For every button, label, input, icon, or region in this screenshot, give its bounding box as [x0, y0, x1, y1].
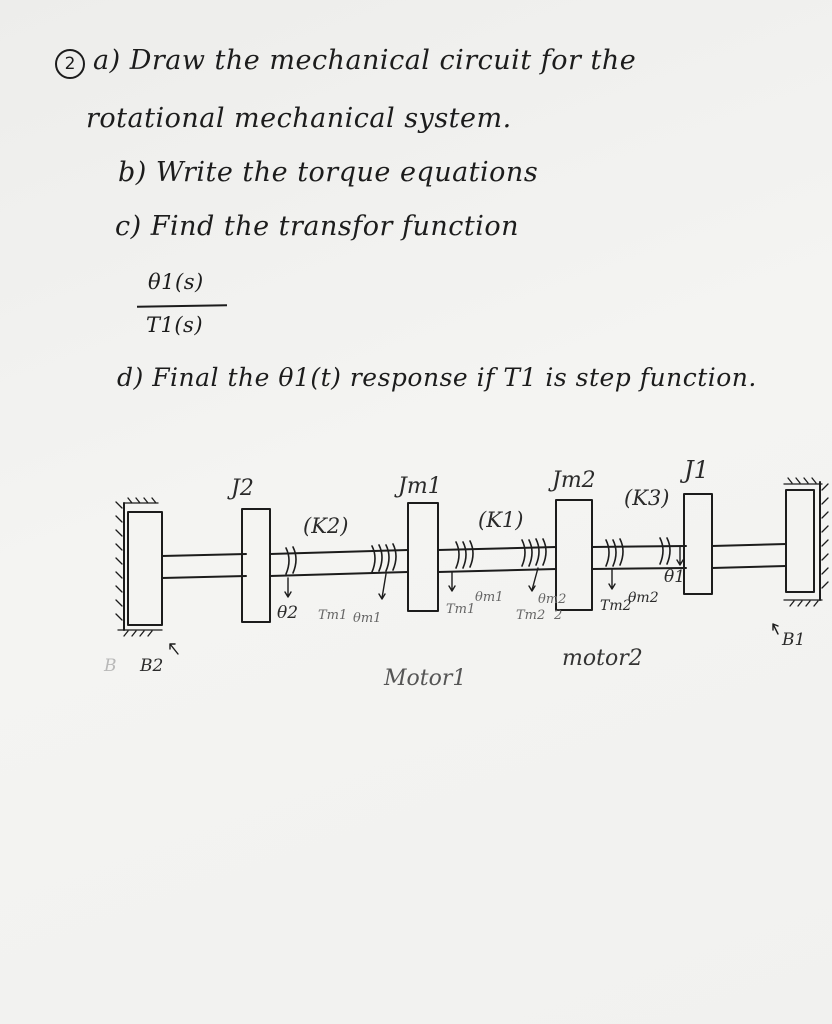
b2-disk: [127, 511, 163, 626]
label-jm1: Jm1: [398, 474, 442, 499]
label-tm2-a: Tm2: [516, 608, 546, 623]
label-k2: (K2): [303, 514, 349, 538]
shaft-upper-k2: [269, 549, 409, 555]
label-motor2: motor2: [562, 646, 643, 671]
left-wall-hatch: [115, 501, 123, 621]
jm2-inertia: [555, 499, 593, 611]
b1-pointer: [772, 623, 779, 635]
fraction-numerator: θ1(s): [148, 270, 204, 294]
label-theta-m1-a: θm1: [353, 611, 382, 626]
left-bottom-ground: [117, 629, 163, 637]
theta2-arrow: [284, 577, 292, 598]
label-tm2-b: Tm2: [600, 598, 632, 614]
theta1-arrow: [676, 545, 684, 566]
j1-inertia: [683, 493, 713, 595]
tm1-arrow: [378, 573, 387, 600]
part-b: b) Write the torque equations: [118, 157, 539, 188]
label-mark-2: 2: [554, 608, 563, 623]
shaft-lower-k2: [269, 571, 409, 577]
shaft-lower-k3: [591, 567, 687, 570]
fraction-denominator: T1(s): [146, 313, 204, 337]
part-d: d) Final the θ1(t) response if T1 is ste…: [117, 363, 757, 392]
label-motor1: Motor1: [384, 666, 467, 691]
k3-spring-right: [659, 537, 671, 565]
label-tm1-b: Tm1: [446, 602, 476, 617]
label-b-faint: B: [104, 656, 117, 676]
label-tm1-a: Tm1: [318, 608, 348, 623]
shaft-lower-left: [161, 575, 247, 579]
shaft-upper-right: [711, 543, 787, 547]
shaft-upper-k1: [437, 546, 557, 551]
label-theta2: θ2: [277, 603, 299, 623]
shaft-lower-k1: [437, 568, 557, 573]
k3-spring-left: [605, 538, 624, 567]
right-bottom-ground: [783, 599, 823, 607]
label-theta1: θ1: [664, 567, 686, 587]
label-j1: J1: [684, 456, 709, 484]
j2-inertia: [241, 508, 271, 623]
label-theta-m2-b: θm2: [628, 590, 659, 606]
label-k1: (K1): [478, 508, 524, 532]
shaft-upper-k3: [591, 545, 687, 548]
jm1-inertia: [407, 502, 439, 612]
part-a-line-2: rotational mechanical system.: [86, 103, 512, 134]
label-j2: J2: [231, 476, 254, 501]
part-c: c) Find the transfor function: [115, 211, 520, 242]
label-theta-m2-a: θm2: [538, 592, 567, 607]
label-theta-m1-b: θm1: [475, 590, 504, 605]
question-number: 2: [55, 49, 85, 79]
tm2-arrow-2: [608, 569, 616, 590]
shaft-lower-right: [711, 565, 787, 569]
shaft-upper-left: [161, 553, 247, 557]
k1-spring-right: [521, 538, 547, 567]
b1-disk: [785, 489, 815, 593]
label-jm2: Jm2: [552, 468, 596, 493]
tm1-arrow-2: [448, 571, 456, 592]
label-k3: (K3): [624, 486, 670, 510]
label-b2: B2: [140, 656, 164, 676]
part-a-line-1: a) Draw the mechanical circuit for the: [93, 45, 637, 76]
k2-spring-right: [371, 543, 397, 573]
left-top-ground: [123, 497, 159, 504]
b2-pointer: [169, 643, 179, 655]
right-wall-hatch: [821, 483, 829, 589]
label-b1: B1: [782, 630, 806, 650]
tm2-arrow: [528, 567, 539, 592]
k2-spring: [285, 546, 297, 575]
right-top-ground: [783, 477, 823, 485]
k1-spring-left: [455, 540, 474, 569]
